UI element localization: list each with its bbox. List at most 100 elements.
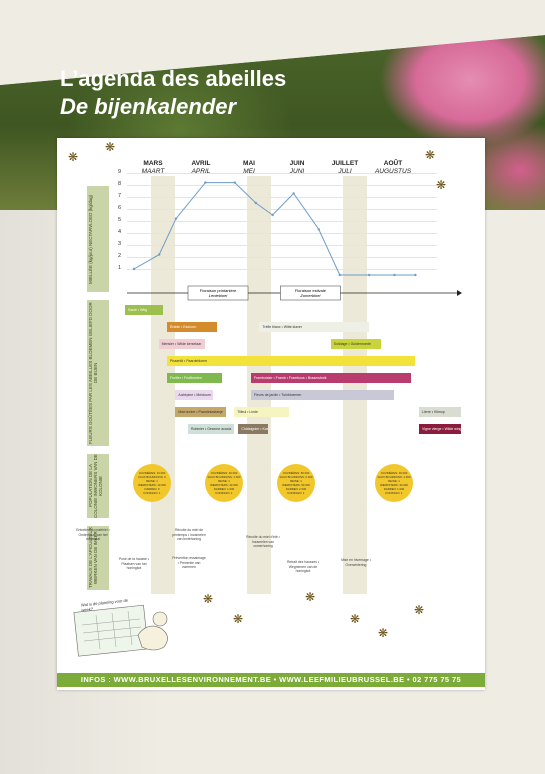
y-tick-label: 3 [118, 241, 122, 247]
grid-line [127, 173, 437, 174]
section-tasks-tab [87, 526, 109, 590]
y-tick-label: 6 [118, 205, 122, 211]
flower-bar: Marronnier • Paardekastanje [175, 407, 226, 417]
sketch-illustration [73, 604, 168, 657]
section-colony-label: POPULATION DE LA COLONIE INWONERS VAN DE… [88, 454, 103, 518]
flower-bar: Robinier • Gewone acacia [188, 424, 235, 434]
task-item: Récolte du miel d'été • Inzamelen van zo… [246, 535, 280, 548]
section-honey-tab [87, 186, 109, 292]
colony-line: REINE: 1 [218, 479, 230, 483]
bee-icon: ❋ [305, 590, 316, 604]
colony-line: DARREN: 1 000 [213, 487, 235, 491]
colony-line: REINE: 1 [290, 479, 302, 483]
data-point [414, 273, 417, 277]
colony-line: OUVRIÈRES: 40 000 [210, 471, 238, 475]
annotation-label: Zomerbloei [299, 293, 320, 298]
colony-line: WERKSTERS: 50 000 [282, 483, 310, 487]
y-tick-label: 9 [118, 169, 122, 175]
data-point [338, 273, 341, 277]
annotation-label: Floraison estivale [295, 288, 327, 293]
grid-line [127, 257, 437, 258]
data-point [368, 273, 371, 277]
section-flowers-tab [87, 300, 109, 446]
colony-line: DARREN: 2 000 [285, 487, 307, 491]
y-tick-label: 2 [118, 253, 122, 259]
flower-bar: Saule • Wilg [125, 305, 163, 315]
flower-bar: Tilleul • Linde [234, 407, 289, 417]
colony-line: DARREN: 0 [144, 487, 160, 491]
footer-info[interactable]: INFOS : WWW.BRUXELLESENVIRONNEMENT.BE • … [57, 673, 485, 687]
grid-line [127, 221, 437, 222]
colony-line: KONINGIN: 1 [143, 491, 161, 495]
data-point [292, 192, 295, 195]
colony-line: REINE: 1 [388, 479, 400, 483]
flower-bar: Lierre • Klimop [419, 407, 461, 417]
colony-line: FAUX BOURDONS: 1 000 [207, 475, 241, 479]
flower-bar: Pissenlit • Paardebloem [167, 356, 415, 366]
grid-line [127, 233, 437, 234]
data-point [271, 213, 274, 217]
flower-bar: Fruitier • Fruitbomen [167, 373, 222, 383]
grid-line [127, 209, 437, 210]
grid-line [127, 269, 437, 270]
data-point [393, 273, 396, 277]
task-item: Retrait des hausses • Wegnemen van de ho… [286, 560, 320, 573]
task-item: Récolte du miel de printemps • Inzamelen… [172, 528, 206, 541]
colony-line: DARREN: 1 000 [383, 487, 405, 491]
bee-icon: ❋ [203, 592, 214, 606]
annotation-box [187, 285, 249, 301]
colony-line: FAUX BOURDONS: 0 [138, 475, 166, 479]
y-tick-label: 4 [118, 229, 122, 235]
annotation-label: Floraison printanière [200, 288, 237, 293]
annotation-label: Lentebloei [209, 293, 228, 298]
colony-line: FAUX BOURDONS: 2 000 [279, 475, 313, 479]
flower-bar: Trèfle blanc • Witte klaver [259, 322, 369, 332]
bee-icon: ❋ [378, 626, 389, 640]
grid-line [127, 185, 437, 186]
flower-bar: Solidage • Guldenroede [330, 339, 382, 349]
grid-line [127, 245, 437, 246]
colony-line: REINE: 1 [146, 479, 158, 483]
grid-line [127, 197, 437, 198]
bee-icon: ❋ [436, 178, 447, 192]
data-point [317, 228, 320, 231]
title-dutch: De bijenkalender [60, 94, 237, 119]
task-item: Mise en hivernage • Overwintering [341, 558, 371, 567]
bee-icon: ❋ [425, 148, 436, 162]
y-tick-label: 1 [118, 265, 122, 271]
colony-line: WERKSTERS: 40 000 [210, 483, 238, 487]
annotation-box [280, 285, 341, 301]
title-french: L’agenda des abeilles [60, 66, 287, 91]
task-item: Pose de la hausse • Plaatsen van het hon… [118, 557, 150, 570]
bee-icon: ❋ [68, 150, 79, 164]
colony-line: KONINGIN: 1 [385, 491, 403, 495]
honey-line [133, 182, 416, 276]
colony-line: OUVRIÈRES: 10 000 [138, 471, 166, 475]
data-point [204, 181, 207, 184]
y-tick-label: 5 [118, 217, 122, 223]
section-flowers-label: FLEURS GOÛTÉES PAR LES ABEILLES BLOEMEN … [88, 302, 98, 444]
bee-icon: ❋ [350, 612, 361, 626]
colony-line: WERKSTERS: 30 000 [380, 483, 408, 487]
flower-bar: Framboisier • Framb • Framboos • Braamst… [251, 373, 411, 383]
y-tick-label: 8 [118, 181, 122, 187]
flower-bar: Châtaignier • Kastanje [238, 424, 268, 434]
bee-icon: ❋ [105, 140, 116, 154]
data-point [254, 201, 257, 205]
flower-bar: Fleurs de jardin • Tuinbloemen [251, 390, 394, 400]
flower-bar: Érable • Esdoorn [167, 322, 218, 332]
colony-line: KONINGIN: 1 [287, 491, 305, 495]
data-point [158, 253, 161, 256]
colony-line: OUVRIÈRES: 30 000 [380, 471, 408, 475]
flower-bar: Vigne vierge • Wilde wingerd [419, 424, 461, 434]
data-point [132, 267, 136, 271]
y-tick-label: 7 [118, 193, 122, 199]
colony-line: OUVRIÈRES: 50 000 [282, 471, 310, 475]
